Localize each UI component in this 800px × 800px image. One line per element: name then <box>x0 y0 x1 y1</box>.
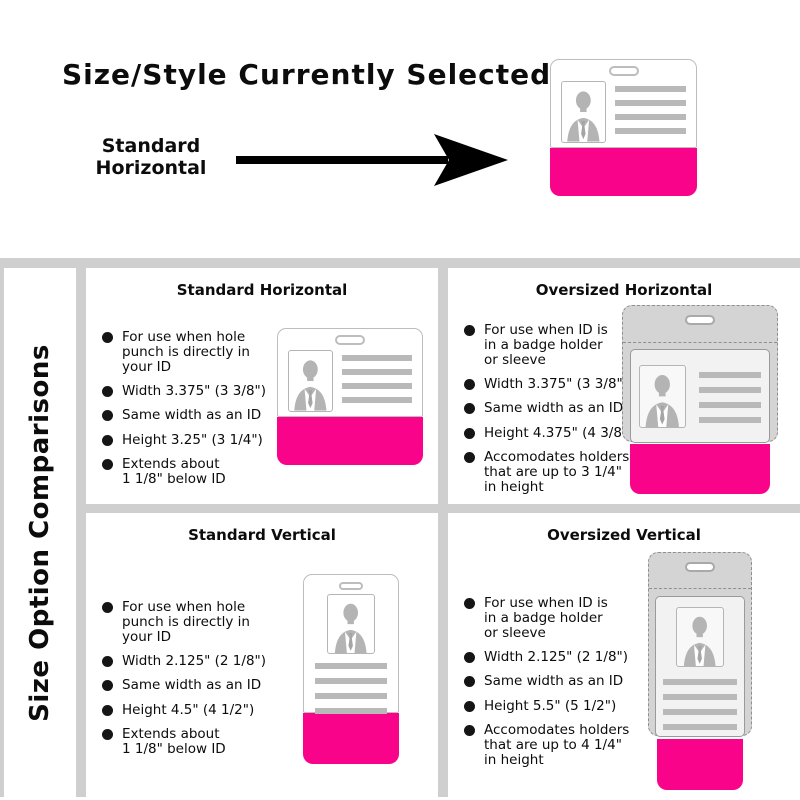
feature-bullet: Same width as an ID <box>464 401 672 416</box>
photo-placeholder <box>327 594 375 654</box>
bullet-icon <box>102 458 113 470</box>
panel-oversized-vertical: Oversized Vertical For use when ID is in… <box>448 513 800 797</box>
card-text-lines <box>615 86 686 143</box>
id-card <box>630 349 770 443</box>
id-card <box>550 59 697 148</box>
panel-title: Oversized Vertical <box>547 526 701 544</box>
holder-flap <box>623 315 777 343</box>
feature-bullet: For use when ID is in a badge holder or … <box>464 322 672 368</box>
bullet-icon <box>102 410 113 422</box>
pink-badge-extension <box>657 739 743 790</box>
panel-title: Standard Horizontal <box>176 281 348 299</box>
feature-bullet: Same width as an ID <box>102 678 310 693</box>
selected-badge-preview <box>550 59 697 196</box>
page-title: Size/Style Currently Selected <box>62 58 552 91</box>
bullet-icon <box>464 598 475 609</box>
feature-list: For use when ID is in a badge holder or … <box>464 595 672 777</box>
feature-list: For use when ID is in a badge holder or … <box>464 322 672 504</box>
slot-punch-icon <box>608 66 639 76</box>
selected-style-label: Standard Horizontal <box>95 135 207 179</box>
bullet-icon <box>102 680 113 692</box>
currently-selected-section: Size/Style Currently Selected Standard H… <box>0 0 800 258</box>
feature-bullet: Width 2.125" (2 1/8") <box>464 650 672 665</box>
badge-holder-sleeve <box>622 305 778 443</box>
feature-bullet: Accomodates holders that are up to 3 1/4… <box>464 449 672 495</box>
pink-badge-extension <box>303 713 399 764</box>
panel-standard-vertical: Standard Vertical For use when hole punc… <box>86 513 438 797</box>
bullet-icon <box>464 724 475 736</box>
bullet-icon <box>464 700 475 712</box>
standard-vertical-badge-preview <box>303 574 399 764</box>
photo-placeholder <box>288 350 333 412</box>
slot-punch-icon <box>335 335 365 345</box>
photo-placeholder <box>639 365 686 428</box>
photo-placeholder <box>561 81 606 143</box>
slot-punch-icon <box>685 315 715 325</box>
comparison-sidebar: Size Option Comparisons <box>4 268 76 797</box>
feature-bullet: Width 2.125" (2 1/8") <box>102 654 310 669</box>
id-card <box>303 574 399 714</box>
size-option-comparison-grid: Size Option Comparisons Standard Horizon… <box>0 258 800 797</box>
oversized-vertical-badge-preview <box>648 552 752 790</box>
bullet-icon <box>102 728 113 740</box>
panel-title: Standard Vertical <box>188 526 336 544</box>
pink-badge-extension <box>277 417 423 465</box>
feature-bullet: Same width as an ID <box>464 674 672 689</box>
holder-flap <box>649 562 751 589</box>
bullet-icon <box>464 379 475 391</box>
panel-standard-horizontal: Standard Horizontal For use when hole pu… <box>86 268 438 504</box>
pink-badge-extension <box>630 444 770 494</box>
id-card <box>277 328 423 417</box>
pink-badge-extension <box>550 148 697 196</box>
bullet-icon <box>464 325 475 336</box>
feature-bullet: Accomodates holders that are up to 4 1/4… <box>464 722 672 768</box>
person-silhouette-icon <box>642 371 683 427</box>
badge-holder-sleeve <box>648 552 752 737</box>
bullet-icon <box>102 602 113 613</box>
feature-bullet: For use when ID is in a badge holder or … <box>464 595 672 641</box>
feature-bullet: Height 5.5" (5 1/2") <box>464 698 672 714</box>
feature-bullet: Width 3.375" (3 3/8") <box>464 377 672 392</box>
feature-bullet: Extends about 1 1/8" below ID <box>102 726 310 757</box>
selection-arrow-icon <box>236 134 508 186</box>
photo-placeholder <box>676 607 724 667</box>
person-silhouette-icon <box>291 356 330 411</box>
slot-punch-icon <box>339 582 363 590</box>
card-text-lines <box>663 679 737 730</box>
feature-bullet: For use when hole punch is directly in y… <box>102 599 310 645</box>
bullet-icon <box>102 656 113 668</box>
card-text-lines <box>699 372 761 428</box>
bullet-icon <box>102 704 113 716</box>
feature-list: For use when hole punch is directly in y… <box>102 599 310 766</box>
feature-list: For use when hole punch is directly in y… <box>102 329 310 496</box>
bullet-icon <box>464 451 475 463</box>
bullet-icon <box>464 403 475 415</box>
bullet-icon <box>464 427 475 439</box>
sidebar-title: Size Option Comparisons <box>25 343 55 722</box>
oversized-horizontal-badge-preview <box>622 305 778 494</box>
person-silhouette-icon <box>679 613 720 666</box>
bullet-icon <box>102 434 113 446</box>
id-card <box>655 596 745 737</box>
person-silhouette-icon <box>330 600 371 653</box>
bullet-icon <box>102 332 113 343</box>
bullet-icon <box>464 652 475 664</box>
bullet-icon <box>464 676 475 688</box>
standard-horizontal-badge-preview <box>277 328 423 465</box>
person-silhouette-icon <box>564 87 603 142</box>
card-text-lines <box>342 355 412 412</box>
feature-bullet: Extends about 1 1/8" below ID <box>102 456 310 487</box>
feature-bullet: Height 4.375" (4 3/8") <box>464 425 672 441</box>
feature-bullet: Width 3.375" (3 3/8") <box>102 384 310 399</box>
feature-bullet: For use when hole punch is directly in y… <box>102 329 310 375</box>
feature-bullet: Same width as an ID <box>102 408 310 423</box>
bullet-icon <box>102 386 113 398</box>
feature-bullet: Height 3.25" (3 1/4") <box>102 432 310 448</box>
feature-bullet: Height 4.5" (4 1/2") <box>102 702 310 718</box>
panel-oversized-horizontal: Oversized Horizontal For use when ID is … <box>448 268 800 504</box>
slot-punch-icon <box>685 562 715 572</box>
card-text-lines <box>315 663 387 714</box>
panel-title: Oversized Horizontal <box>535 281 713 299</box>
